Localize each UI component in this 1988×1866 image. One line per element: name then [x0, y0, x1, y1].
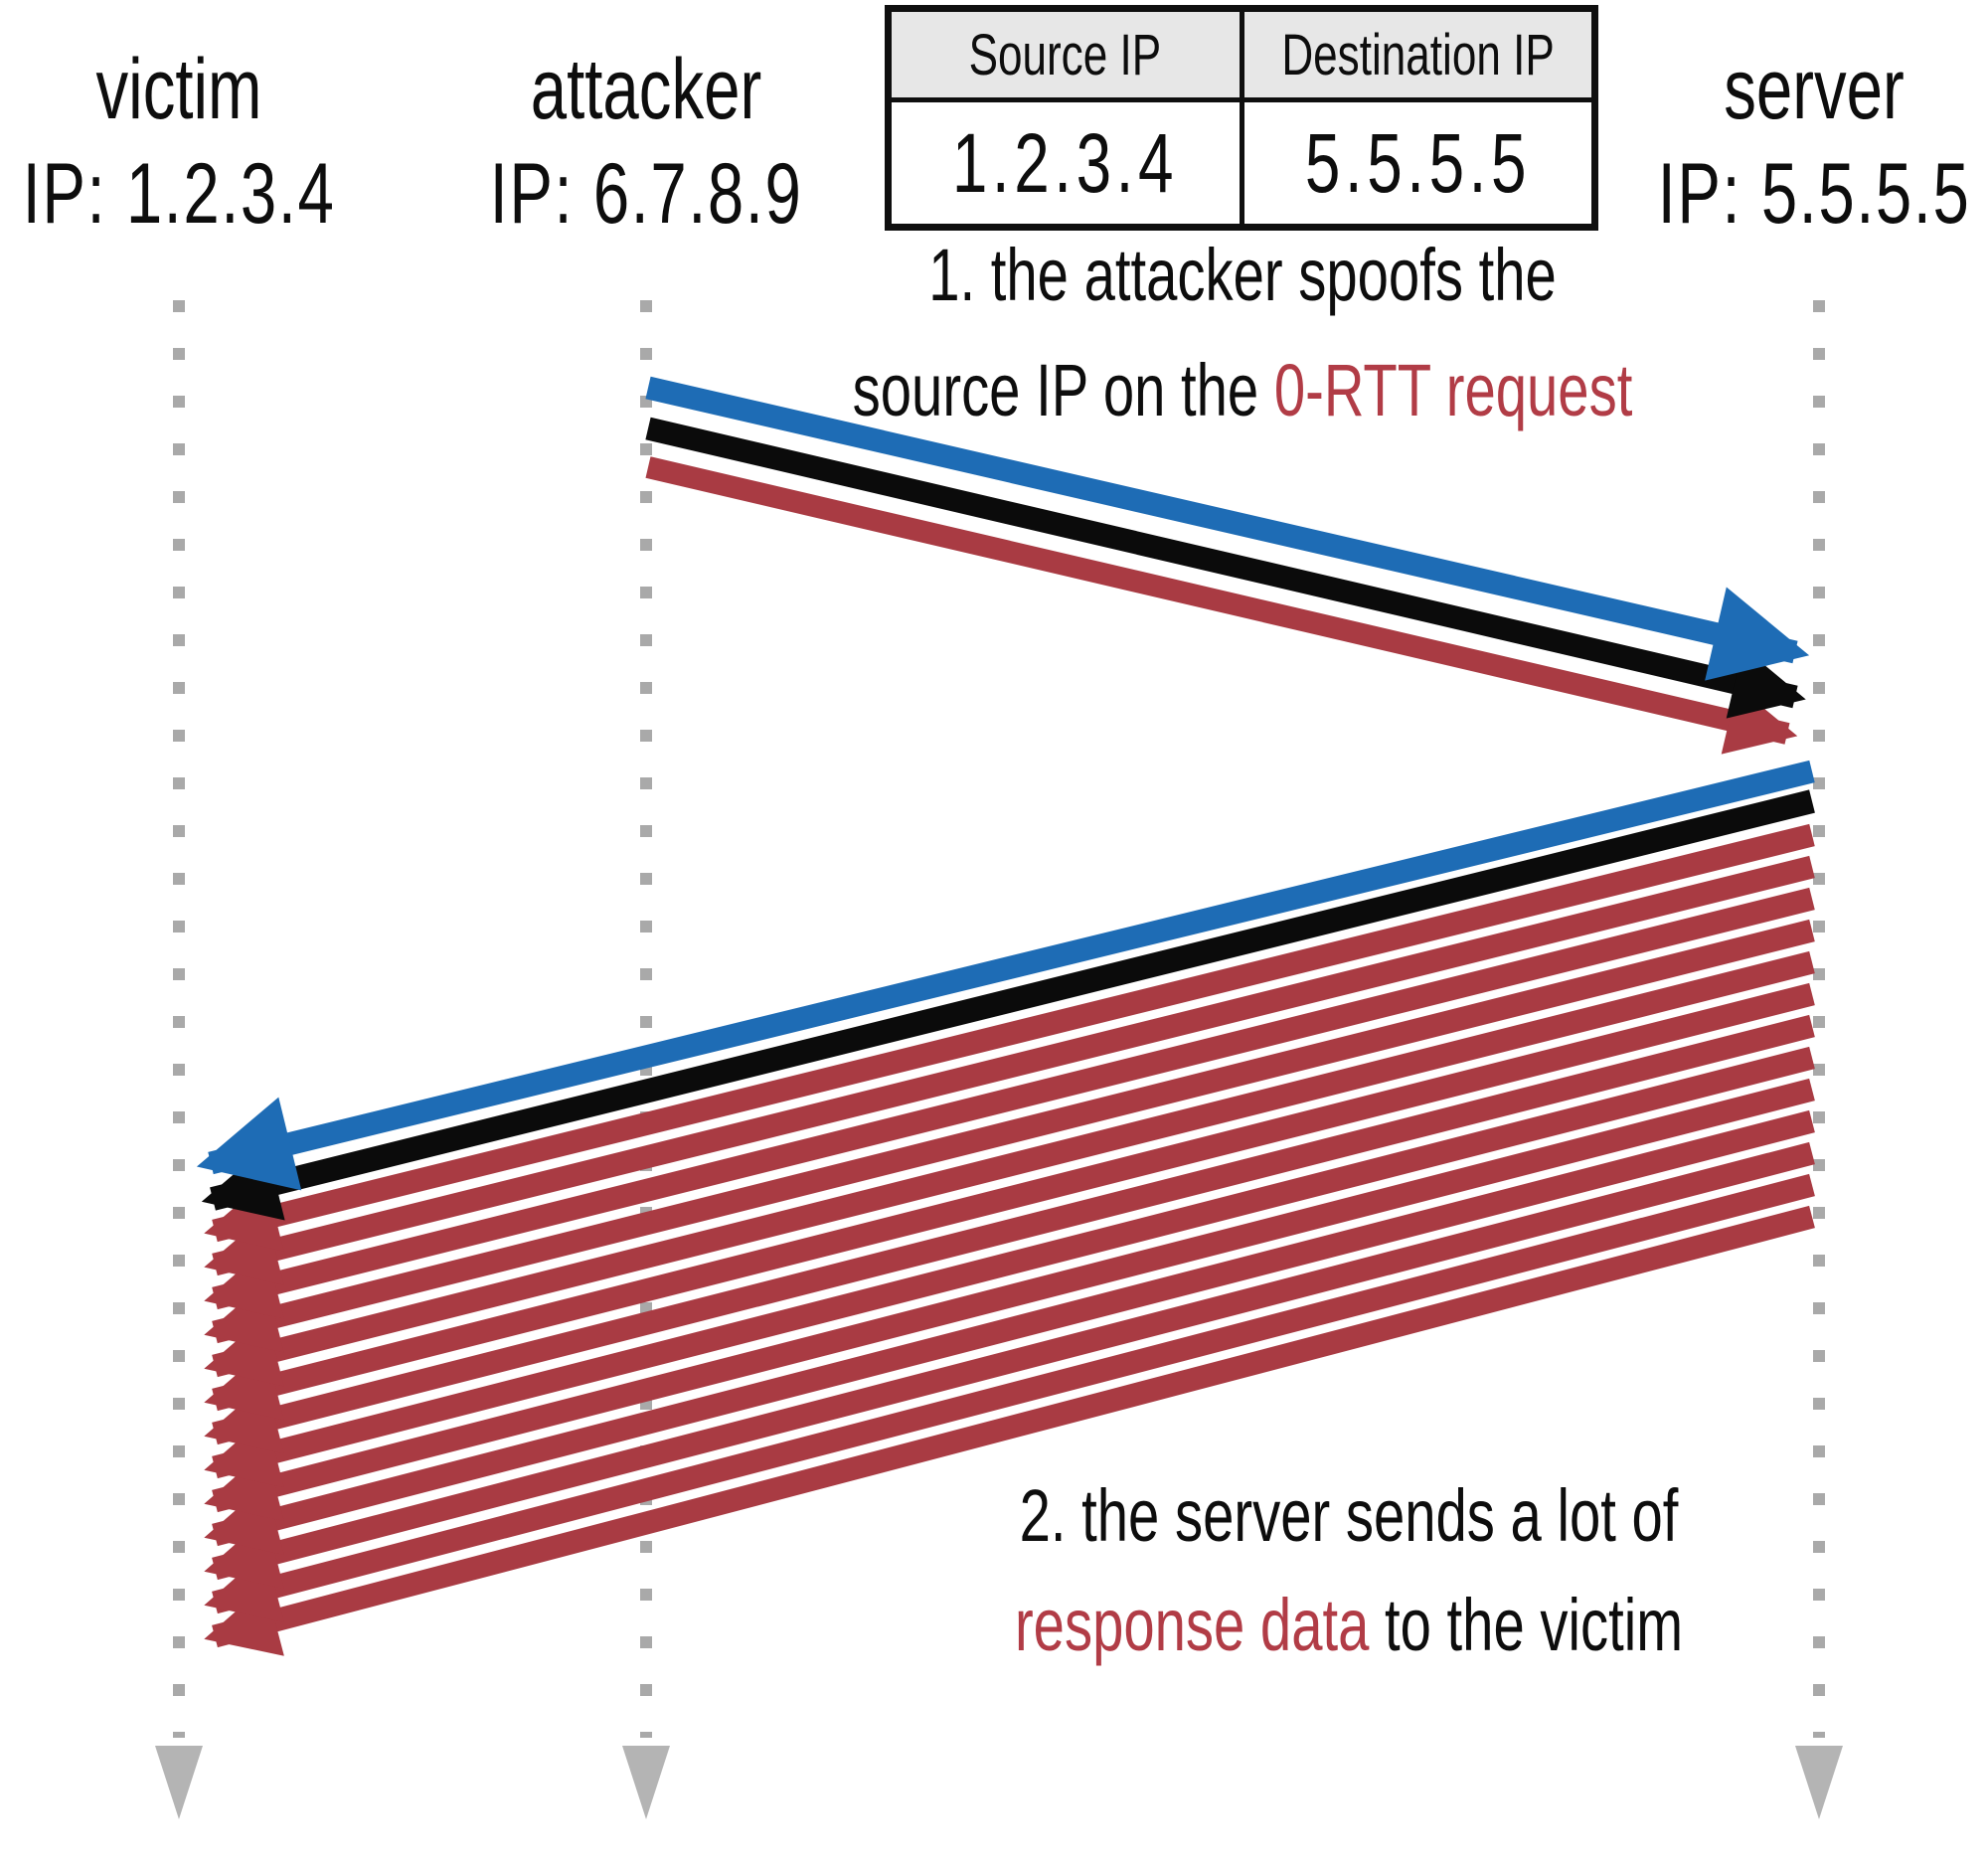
- packet-table-value-row: 1.2.3.4 5.5.5.5: [892, 102, 1591, 224]
- step2-caption-line1-text: 2. the server sends a lot of: [1019, 1474, 1679, 1557]
- response-arrow-red: [204, 982, 1815, 1421]
- attacker-ip-label: IP: 6.7.8.9: [440, 146, 852, 242]
- response-arrow-red: [204, 1046, 1815, 1488]
- attacker-label: attacker: [494, 42, 798, 137]
- response-arrow-red: [204, 1109, 1815, 1555]
- attacker-ip: IP: 6.7.8.9: [489, 146, 803, 242]
- packet-table-value-cell-dest: 5.5.5.5: [1244, 102, 1592, 224]
- request-arrow-black: [645, 417, 1806, 719]
- packet-table-header-cell-source: Source IP: [892, 12, 1244, 97]
- response-arrow-red: [204, 919, 1815, 1353]
- server-ip: IP: 5.5.5.5: [1657, 146, 1971, 242]
- response-arrow-red: [204, 1173, 1815, 1622]
- attacker-name: attacker: [530, 42, 762, 137]
- step1-caption-line2: source IP on the 0-RTT request: [730, 354, 1755, 427]
- response-arrow-red: [204, 950, 1815, 1387]
- victim-ip: IP: 1.2.3.4: [22, 146, 336, 242]
- request-arrow-red: [645, 456, 1798, 755]
- victim-timeline-arrowhead: [155, 1746, 203, 1819]
- timelines: [155, 300, 1843, 1819]
- request-arrows: [645, 376, 1810, 755]
- server-name: server: [1724, 42, 1905, 137]
- server-timeline-arrowhead: [1795, 1746, 1843, 1819]
- victim-ip-label: IP: 1.2.3.4: [0, 146, 385, 242]
- response-arrow-red: [204, 823, 1815, 1252]
- step1-caption-line1-text: 1. the attacker spoofs the: [928, 234, 1557, 316]
- source-ip-value: 1.2.3.4: [952, 115, 1179, 210]
- response-arrow-blue: [196, 760, 1815, 1191]
- response-arrow-red: [204, 887, 1815, 1319]
- victim-name: victim: [95, 42, 262, 137]
- step2-caption-line2-highlight: response data: [1014, 1584, 1370, 1666]
- destination-ip-value: 5.5.5.5: [1304, 115, 1531, 210]
- request-arrow-blue: [645, 376, 1810, 681]
- step2-caption-line1: 2. the server sends a lot of: [915, 1479, 1782, 1553]
- victim-label: victim: [70, 42, 288, 137]
- packet-table: Source IP Destination IP 1.2.3.4 5.5.5.5: [885, 5, 1598, 231]
- step1-caption-line2-highlight: 0-RTT request: [1273, 349, 1633, 431]
- response-arrow-red: [204, 1205, 1815, 1656]
- step1-caption-line1: 1. the attacker spoofs the: [830, 239, 1656, 312]
- step1-caption-line2-black: source IP on the: [852, 349, 1274, 431]
- response-arrow-black: [201, 789, 1815, 1221]
- server-label: server: [1696, 42, 1933, 137]
- response-arrow-red: [204, 1014, 1815, 1454]
- packet-table-header-cell-dest: Destination IP: [1244, 12, 1592, 97]
- step2-caption-line2-black: to the victim: [1369, 1584, 1684, 1666]
- response-arrow-red: [204, 1078, 1815, 1522]
- response-arrow-red: [204, 855, 1815, 1285]
- response-arrows: [196, 760, 1815, 1656]
- destination-ip-header: Destination IP: [1281, 22, 1555, 87]
- response-arrow-red: [204, 1141, 1815, 1589]
- source-ip-header: Source IP: [968, 22, 1162, 87]
- packet-table-header-row: Source IP Destination IP: [892, 12, 1591, 102]
- server-ip-label: IP: 5.5.5.5: [1608, 146, 1988, 242]
- packet-table-value-cell-source: 1.2.3.4: [892, 102, 1244, 224]
- step2-caption-line2: response data to the victim: [910, 1589, 1788, 1662]
- attacker-timeline-arrowhead: [622, 1746, 670, 1819]
